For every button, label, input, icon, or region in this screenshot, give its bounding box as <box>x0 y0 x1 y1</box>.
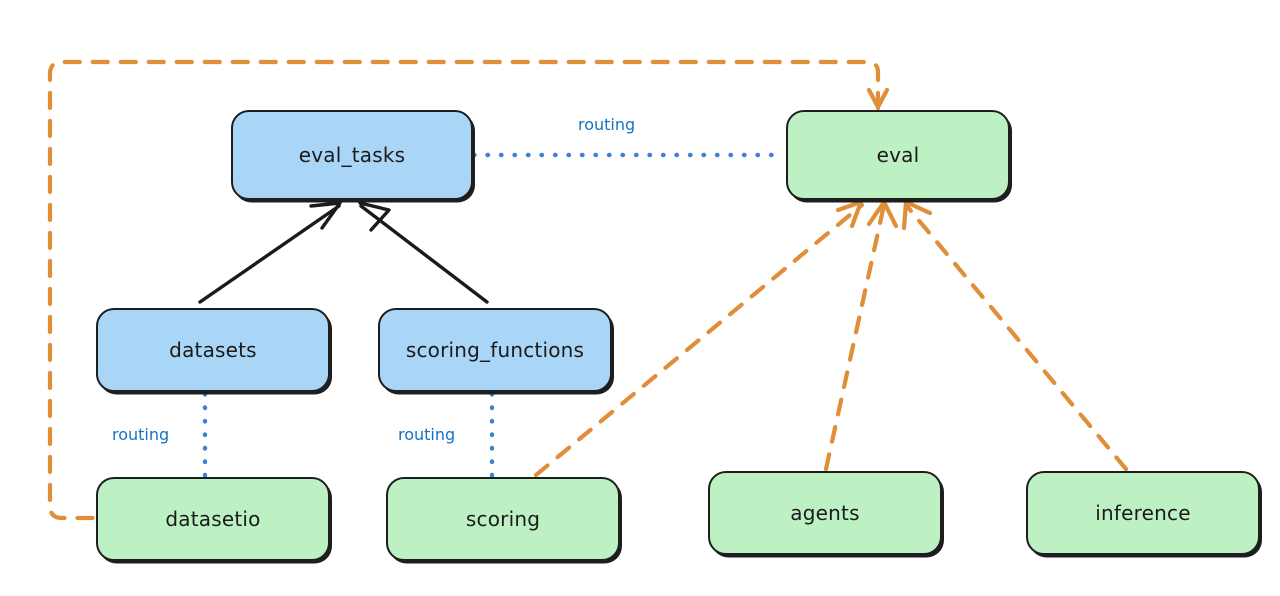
edge-scoring-to-eval <box>533 199 865 478</box>
edge-agents-to-eval <box>823 199 899 472</box>
node-label-eval: eval <box>876 143 920 167</box>
node-label-agents: agents <box>790 501 860 525</box>
edge-datasets-to-eval-tasks <box>198 201 342 304</box>
node-label-datasetio: datasetio <box>165 507 261 531</box>
node-label-scoring: scoring <box>465 507 541 531</box>
edge-label-routing-eval-tasks: routing <box>578 115 636 134</box>
node-eval[interactable]: eval <box>786 110 1010 200</box>
node-label-eval-tasks: eval_tasks <box>298 143 406 167</box>
node-agents[interactable]: agents <box>708 471 942 555</box>
node-datasetio[interactable]: datasetio <box>96 477 330 561</box>
edge-eval-to-datasetio <box>47 59 890 521</box>
node-label-inference: inference <box>1095 501 1191 525</box>
edge-label-routing-datasets: routing <box>112 425 170 444</box>
node-eval-tasks[interactable]: eval_tasks <box>231 110 473 200</box>
node-label-scoring-functions: scoring_functions <box>405 338 585 362</box>
node-datasets[interactable]: datasets <box>96 308 330 392</box>
node-label-datasets: datasets <box>169 338 257 362</box>
node-inference[interactable]: inference <box>1026 471 1260 555</box>
node-scoring[interactable]: scoring <box>386 477 620 561</box>
node-scoring-functions[interactable]: scoring_functions <box>378 308 612 392</box>
edge-scoring-functions-to-eval-tasks <box>358 201 489 304</box>
edge-label-routing-scoring-functions: routing <box>398 425 456 444</box>
edge-inference-to-eval <box>901 199 1129 472</box>
